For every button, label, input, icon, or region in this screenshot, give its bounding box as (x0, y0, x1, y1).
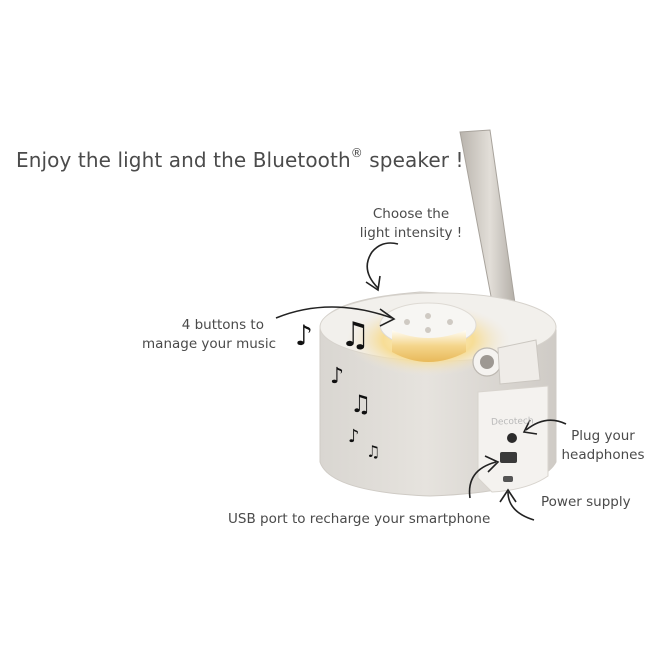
callout-usb-port: USB port to recharge your smartphone (228, 511, 491, 527)
callout-line: Choose the (372, 206, 450, 222)
arrow-icon (525, 419, 567, 431)
page-title: Enjoy the light and the Bluetooth® speak… (16, 146, 464, 172)
arrow-icon (275, 306, 393, 319)
callout-line: 4 buttons to (181, 317, 264, 333)
music-note-icon: ♪ (330, 364, 345, 389)
callout-music-buttons: 4 buttons to manage your music (126, 316, 276, 354)
brand-label: Decotech (490, 416, 534, 428)
callout-line: manage your music (142, 336, 276, 352)
music-note-icon: ♫ (340, 315, 371, 355)
music-note-icon: ♫ (366, 442, 381, 461)
music-note-icon: ♪ (348, 426, 360, 447)
headline-text-end: speaker ! (362, 148, 464, 172)
music-note-icon: ♫ (350, 390, 372, 418)
music-note-icon: ♪ (295, 319, 313, 352)
callout-line: headphones (561, 447, 645, 463)
registered-mark: ® (350, 146, 363, 160)
callout-headphones: Plug your headphones (560, 427, 646, 465)
callout-power-supply: Power supply (541, 494, 631, 510)
callout-line: Plug your (571, 428, 635, 444)
arrow-icon (366, 242, 399, 289)
arrow-icon (507, 491, 535, 521)
callout-line: light intensity ! (359, 225, 463, 241)
callout-light-intensity: Choose the light intensity ! (356, 205, 466, 243)
arrow-icon (468, 461, 497, 499)
headline-text: Enjoy the light and the Bluetooth (16, 148, 351, 172)
